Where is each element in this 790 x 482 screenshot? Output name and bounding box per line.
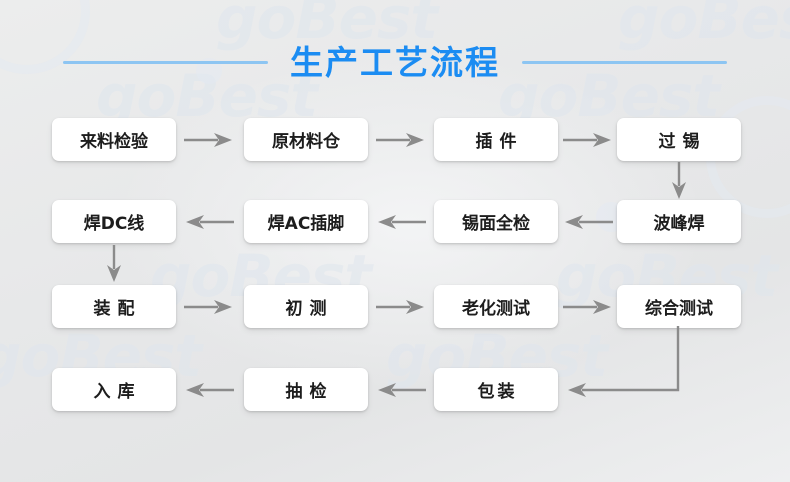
arrow-row3-col3-to-col4 <box>563 297 613 317</box>
arrow-handcxian-to-zhuangpei <box>104 245 124 283</box>
arrow-row4-col2-to-col1 <box>184 380 234 400</box>
flow-step-box[interactable]: 插件 <box>434 118 558 161</box>
flow-step-box[interactable]: 焊AC插脚 <box>244 200 368 243</box>
title-rule-left <box>63 60 268 64</box>
flow-step-box[interactable]: 原材料仓 <box>244 118 368 161</box>
arrow-row1-col2-to-col3 <box>376 130 426 150</box>
flow-step-box[interactable]: 波峰焊 <box>617 200 741 243</box>
flow-step-box[interactable]: 综合测试 <box>617 285 741 328</box>
flow-step-box[interactable]: 来料检验 <box>52 118 176 161</box>
flow-step-box[interactable]: 焊DC线 <box>52 200 176 243</box>
arrow-row4-col3-to-col2 <box>376 380 426 400</box>
arrow-row1-col1-to-col2 <box>184 130 234 150</box>
arrow-guoxi-to-bofenghan <box>669 162 689 200</box>
flow-step-box[interactable]: 装配 <box>52 285 176 328</box>
flow-step-box[interactable]: 入库 <box>52 368 176 411</box>
page-title: 生产工艺流程 <box>0 38 790 86</box>
elbow-zonghecs-to-baozhuang <box>552 326 692 405</box>
title-rule-right <box>522 60 727 64</box>
arrow-row3-col1-to-col2 <box>184 297 234 317</box>
flow-step-box[interactable]: 过锡 <box>617 118 741 161</box>
flow-step-box[interactable]: 包装 <box>434 368 558 411</box>
arrow-row2-col3-to-col2 <box>376 212 426 232</box>
flow-step-box[interactable]: 抽检 <box>244 368 368 411</box>
arrow-row2-col4-to-col3 <box>563 212 613 232</box>
flow-step-box[interactable]: 锡面全检 <box>434 200 558 243</box>
flow-step-box[interactable]: 初测 <box>244 285 368 328</box>
arrow-row2-col2-to-col1 <box>184 212 234 232</box>
flow-step-box[interactable]: 老化测试 <box>434 285 558 328</box>
page-title-text: 生产工艺流程 <box>290 43 500 81</box>
arrow-row3-col2-to-col3 <box>376 297 426 317</box>
arrow-row1-col3-to-col4 <box>563 130 613 150</box>
